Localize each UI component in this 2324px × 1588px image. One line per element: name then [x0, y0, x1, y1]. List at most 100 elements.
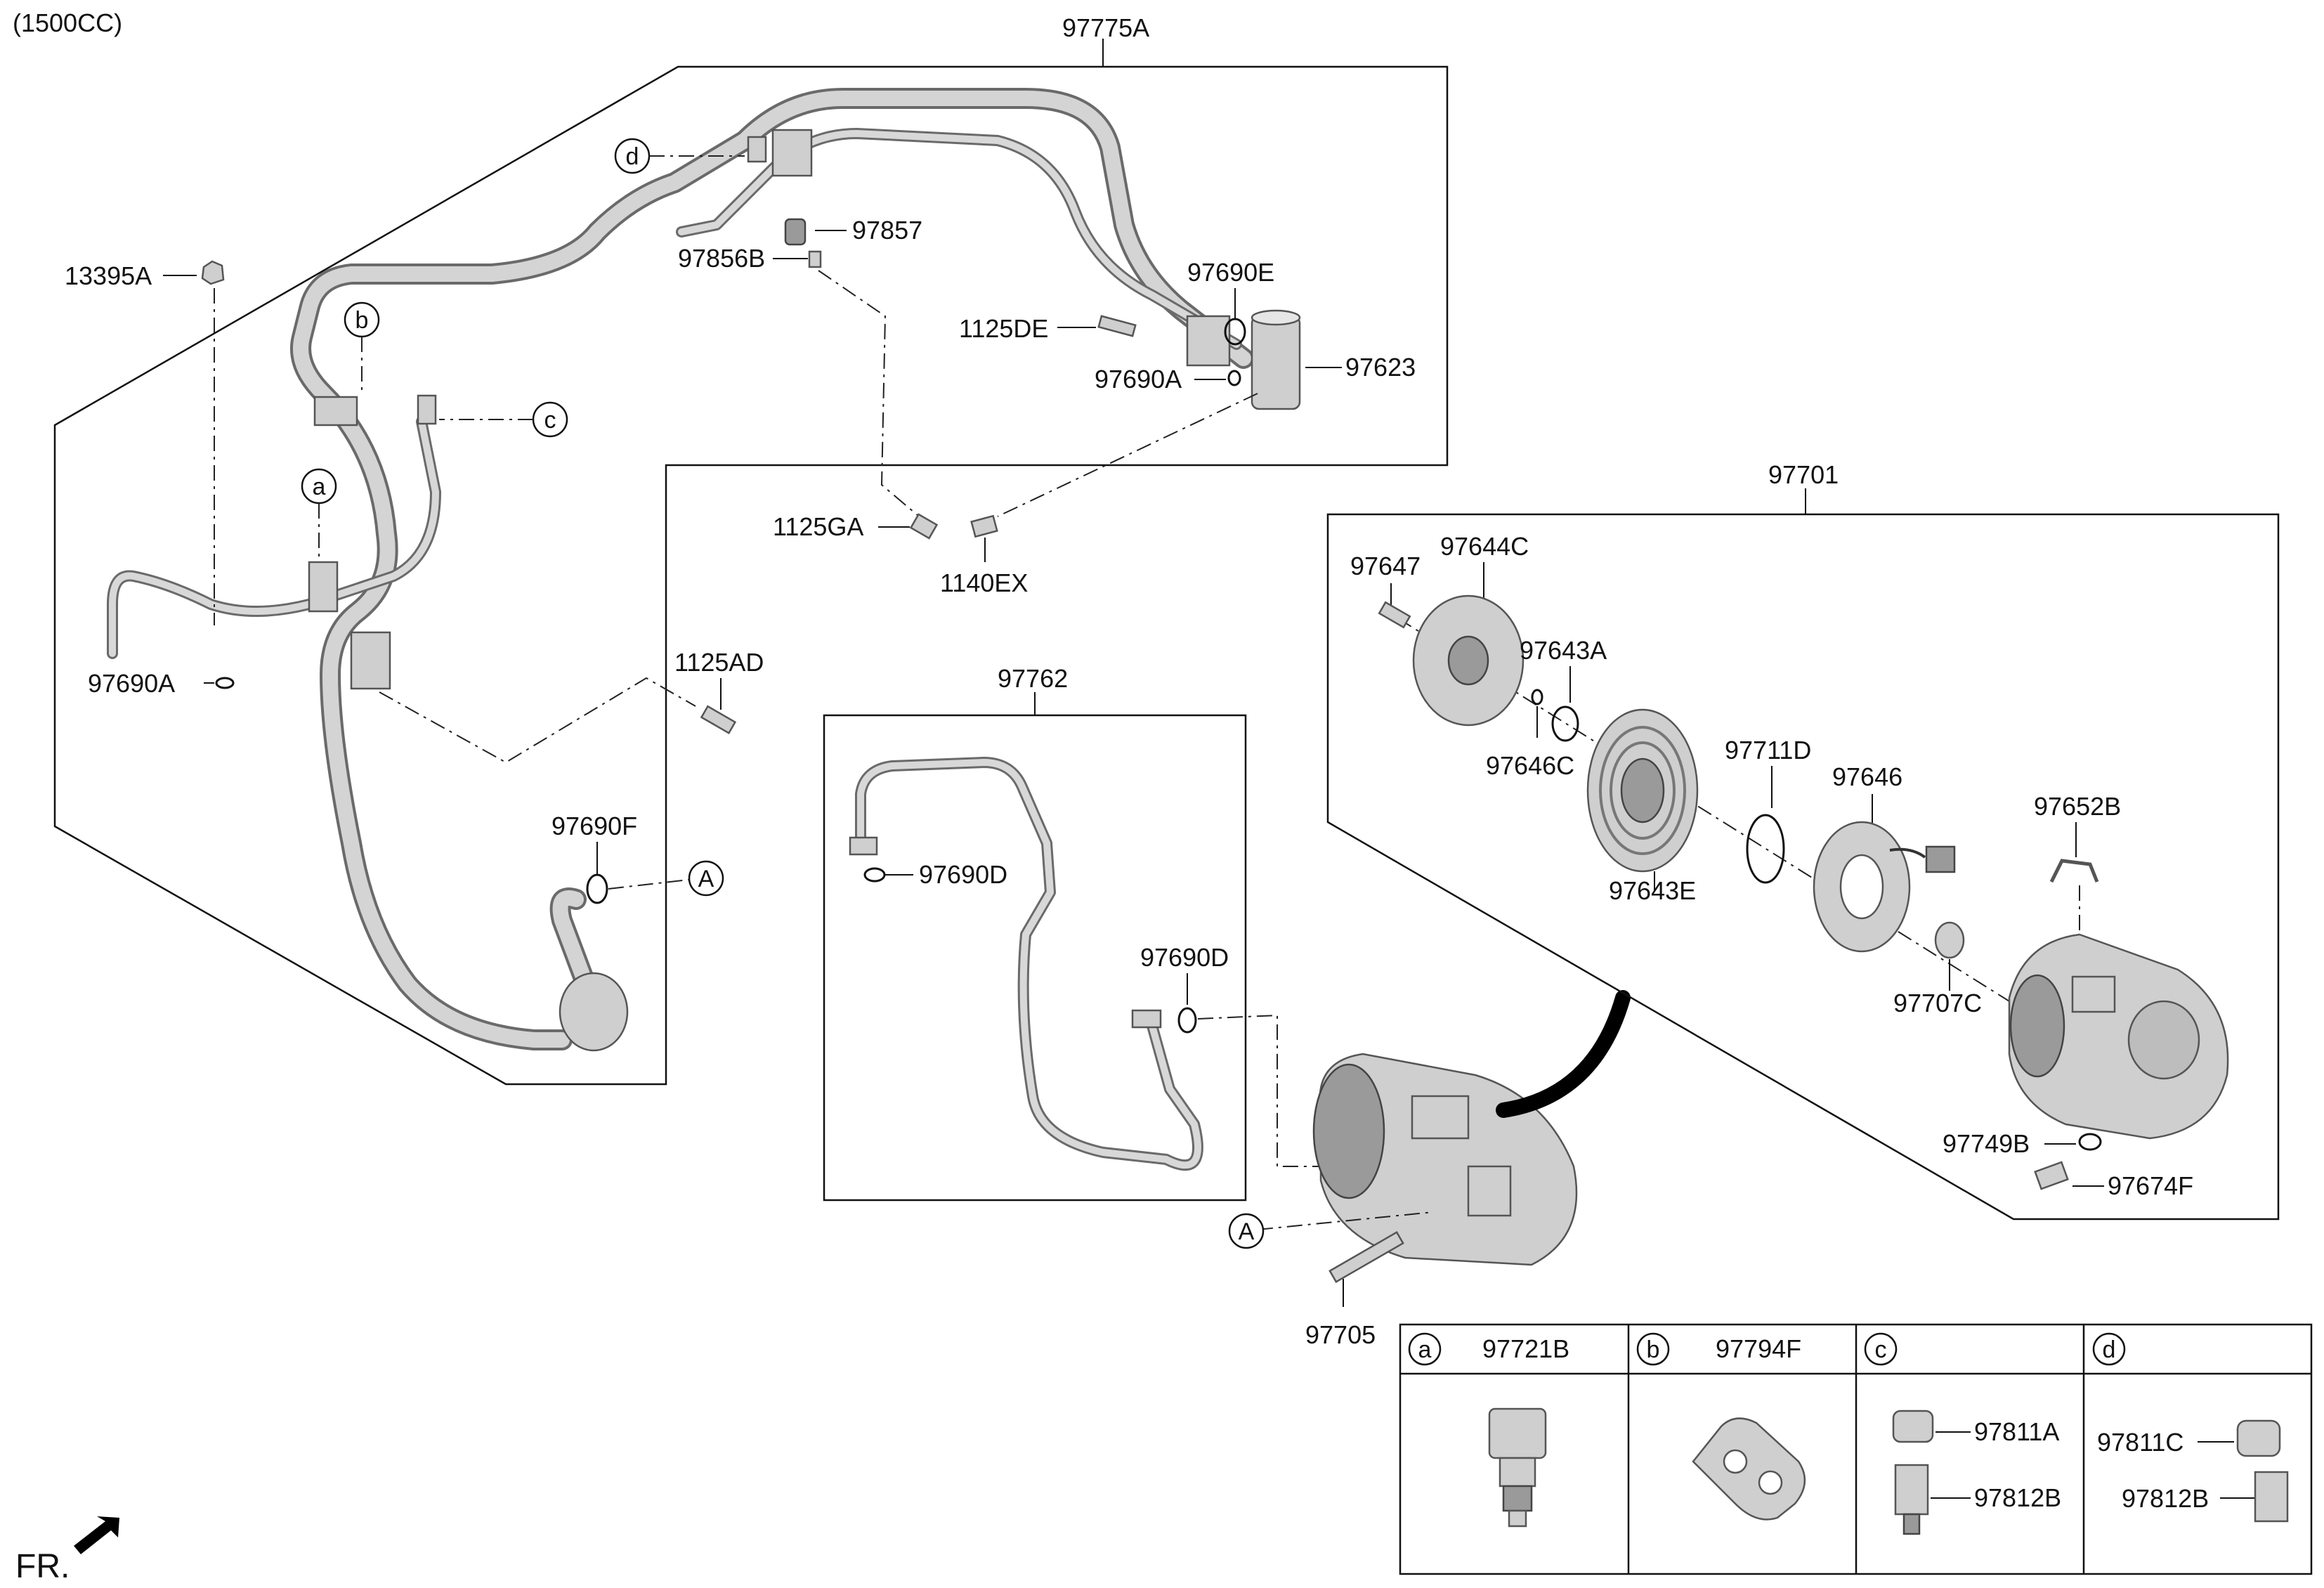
callout-A2: A: [1239, 1218, 1255, 1245]
label-97647: 97647: [1350, 552, 1421, 580]
callout-a: a: [313, 474, 326, 500]
main-hose-frame: [53, 65, 1449, 1086]
bracket-97794F: [1692, 1417, 1806, 1521]
main-hose-label: 97775A: [1062, 13, 1149, 42]
legend-c-key: c: [1875, 1336, 1887, 1363]
legend-d-part-2: 97812B: [2122, 1484, 2209, 1513]
bracket-b: [313, 396, 358, 427]
shim-97646C: [1531, 689, 1543, 705]
label-97690D-a: 97690D: [919, 860, 1007, 889]
pressure-switch-mount: [308, 561, 339, 613]
front-arrow-icon: [74, 1516, 119, 1554]
dash-97623: [997, 393, 1258, 517]
callout-A2-circle: [1228, 1213, 1265, 1249]
legend-a-part: 97721B: [1482, 1334, 1569, 1363]
hose-bracket: [350, 631, 391, 690]
legend-b-circle: [1636, 1332, 1670, 1366]
legend-a-key: a: [1418, 1336, 1432, 1363]
explode-arrow: [1496, 990, 1631, 1118]
muffler-body: [559, 972, 629, 1052]
bolt-97705: [1329, 1230, 1404, 1284]
field-coil-bore: [1839, 854, 1884, 920]
oring-97690A-right: [1227, 370, 1241, 386]
legend-a-circle: [1408, 1332, 1442, 1366]
label-97643A: 97643A: [1520, 636, 1607, 665]
oring-97749B: [2078, 1133, 2102, 1151]
label-97674F: 97674F: [2108, 1171, 2193, 1200]
hose-to-junction: [549, 887, 629, 1052]
bearing-97707C: [1934, 921, 1965, 959]
dash-1125AD: [379, 677, 696, 764]
label-1140EX: 1140EX: [940, 568, 1028, 597]
tube-fitting-bottom: [1131, 1009, 1162, 1029]
compressor-body-exploded: [2008, 933, 2229, 1140]
label-97707C: 97707C: [1893, 989, 1982, 1017]
legend-c-part-2: 97812B: [1974, 1483, 2061, 1512]
bolt-97647: [1378, 601, 1411, 629]
legend-c-part-1: 97811A: [1974, 1417, 2059, 1446]
callout-A1: A: [698, 866, 714, 892]
legend-d-key: d: [2103, 1336, 2116, 1363]
legend-d-part-1: 97811C: [2097, 1428, 2183, 1457]
compressor-frame: [1326, 513, 2280, 1221]
nut-13395A: [201, 260, 225, 285]
hose-block-d: [771, 129, 813, 177]
label-1125AD: 1125AD: [674, 648, 764, 677]
pressure-switch-97721B: [1488, 1407, 1547, 1528]
compressor-label: 97701: [1768, 460, 1839, 489]
liquid-pipe: [107, 128, 1242, 659]
label-97749B: 97749B: [1943, 1129, 2030, 1158]
label-97705: 97705: [1305, 1320, 1376, 1349]
compressor-installed: [1312, 1053, 1578, 1266]
receiver-drier-97623: [1251, 309, 1301, 410]
clutch-hub-center: [1447, 635, 1489, 686]
oring-97690A-left: [215, 677, 235, 689]
label-97644C: 97644C: [1440, 532, 1529, 561]
oring-97690D-a: [863, 867, 886, 883]
dash-97856B: [818, 270, 928, 524]
label-1125GA: 1125GA: [773, 512, 863, 541]
oring-97690E: [1224, 318, 1246, 346]
label-97711D: 97711D: [1725, 736, 1811, 764]
service-port-d: [747, 136, 767, 163]
label-97690A-left: 97690A: [88, 669, 175, 698]
callout-b: b: [355, 307, 369, 334]
valve-97812B-d: [2254, 1471, 2289, 1523]
snapring-97643A: [1551, 705, 1579, 742]
suction-tube: [855, 757, 1203, 1171]
coil-wire: [1889, 847, 1926, 859]
receiver-block: [1186, 315, 1231, 367]
label-97690F: 97690F: [551, 812, 637, 840]
legend-b-part: 97794F: [1716, 1334, 1801, 1363]
valve-97812B-c: [1894, 1464, 1929, 1516]
valve-97674F: [2034, 1161, 2069, 1190]
snapring-97711D: [1746, 814, 1785, 884]
callout-d: d: [626, 143, 639, 170]
legend-d-circle: [2092, 1332, 2126, 1366]
pulley-97643E: [1586, 708, 1699, 873]
dash-97690F: [608, 879, 689, 890]
label-97857: 97857: [852, 216, 922, 245]
label-13395A: 13395A: [65, 261, 152, 290]
label-97690D-b: 97690D: [1140, 943, 1229, 972]
variant-label: (1500CC): [13, 8, 122, 37]
valve-97812B-c-tip: [1902, 1513, 1921, 1535]
direction-label: FR.: [15, 1548, 70, 1585]
legend-b-key: b: [1647, 1336, 1660, 1363]
oring-97690F: [586, 873, 608, 904]
oring-97690D-b: [1177, 1007, 1197, 1034]
valve-97856B: [808, 250, 822, 268]
label-97856B: 97856B: [678, 244, 765, 273]
bolt-1125DE: [1097, 315, 1137, 337]
label-97643E: 97643E: [1609, 876, 1696, 905]
tube-fitting-top: [849, 836, 878, 856]
label-97690E: 97690E: [1187, 258, 1274, 287]
dash-97690D-b: [1197, 1014, 1398, 1167]
cap-97857: [784, 218, 807, 246]
label-97646C: 97646C: [1486, 751, 1574, 780]
coil-connector: [1925, 845, 1956, 873]
callout-c: c: [544, 407, 556, 434]
suction-tube-label: 97762: [998, 664, 1068, 693]
callout-A1-circle: [688, 860, 724, 897]
